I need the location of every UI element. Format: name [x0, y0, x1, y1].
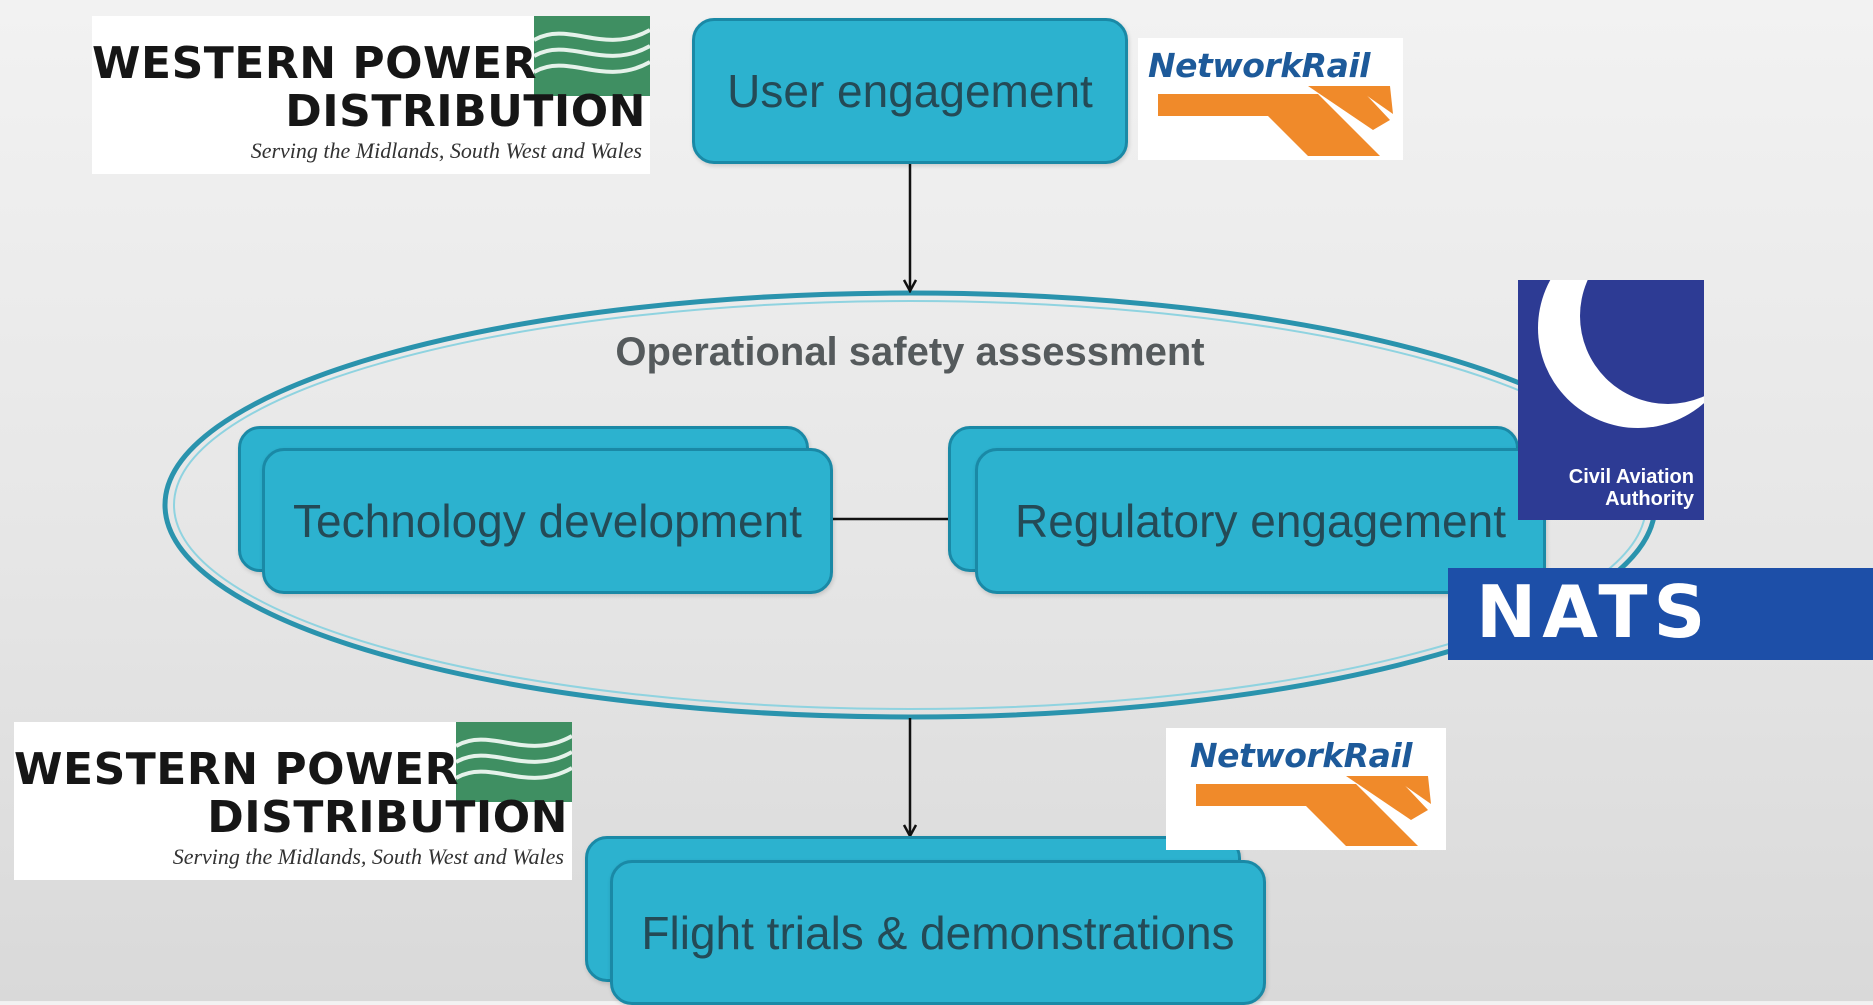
technology-development-box: Technology development [262, 448, 833, 594]
regulatory-engagement-label: Regulatory engagement [1015, 495, 1506, 547]
nats-wordmark: NATS [1476, 570, 1712, 654]
network-rail-wordmark: NetworkRail [1190, 736, 1412, 775]
wpd-line2: DISTRIBUTION [207, 792, 568, 843]
wpd-wave-mark [456, 722, 572, 802]
technology-development-label: Technology development [293, 495, 802, 547]
nats-logo: NATS [1448, 568, 1873, 660]
wpd-logo-bottom: WESTERN POWER DISTRIBUTION Serving the M… [14, 722, 572, 880]
caa-logo: Civil Aviation Authority [1518, 280, 1704, 520]
caa-line2: Authority [1605, 488, 1694, 510]
operational-safety-title: Operational safety assessment [615, 330, 1205, 374]
network-rail-arrow-mark [1196, 776, 1431, 846]
user-engagement-label: User engagement [727, 65, 1093, 117]
wpd-wave-mark [534, 16, 650, 96]
network-rail-arrow-mark [1158, 86, 1393, 156]
wpd-line1: WESTERN POWER [14, 744, 459, 795]
caa-name: Civil Aviation Authority [1569, 466, 1694, 510]
user-engagement-box: User engagement [692, 18, 1128, 164]
network-rail-logo-top: NetworkRail [1138, 38, 1403, 160]
network-rail-logo-bottom: NetworkRail [1166, 728, 1446, 850]
wpd-tagline: Serving the Midlands, South West and Wal… [172, 844, 564, 869]
wpd-line1: WESTERN POWER [92, 38, 537, 89]
flight-trials-box: Flight trials & demonstrations [610, 860, 1266, 1005]
wpd-logo-top: WESTERN POWER DISTRIBUTION Serving the M… [92, 16, 650, 174]
network-rail-wordmark: NetworkRail [1148, 46, 1370, 85]
caa-crescent-mark [1538, 280, 1704, 428]
wpd-line2: DISTRIBUTION [285, 86, 646, 137]
wpd-tagline: Serving the Midlands, South West and Wal… [250, 138, 642, 163]
caa-line1: Civil Aviation [1568, 466, 1694, 488]
flight-trials-label: Flight trials & demonstrations [641, 906, 1235, 959]
